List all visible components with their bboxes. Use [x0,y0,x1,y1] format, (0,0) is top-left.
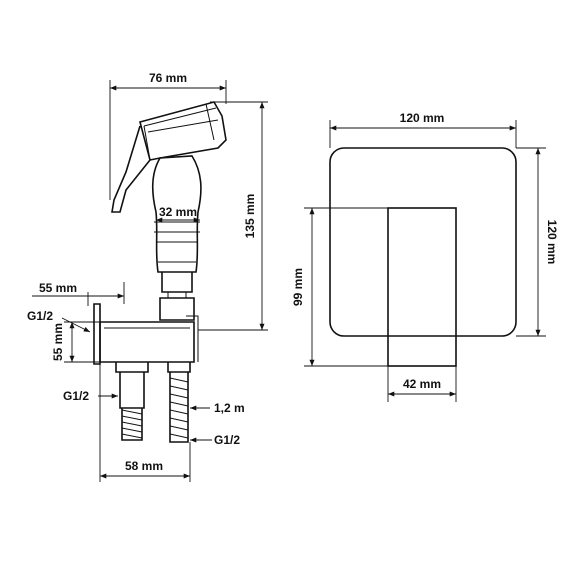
callout-thread-bottom-left: G1/2 [63,389,118,403]
label-handle-width: 32 mm [159,205,197,219]
label-lever-height: 99 mm [291,268,305,306]
callout-thread-top: G1/2 [27,309,91,333]
label-base-width: 58 mm [125,459,163,473]
label-thread-bottom-right: G1/2 [214,433,240,447]
label-plate-height: 120 mm [545,220,559,265]
hose-right [169,372,189,443]
callout-hose-length: 1,2 m [190,401,245,415]
label-hose-length: 1,2 m [214,401,245,415]
label-thread-bottom-left: G1/2 [63,389,89,403]
dim-lever-width: 42 mm [387,366,457,402]
dim-lever-height: 99 mm [291,207,388,367]
label-holder-depth: 55 mm [39,281,77,295]
dim-base-width: 58 mm [99,364,191,482]
label-sprayer-height: 135 mm [243,194,257,239]
dim-handle-width: 32 mm [156,205,200,223]
callout-thread-bottom-right: G1/2 [190,433,240,447]
dim-plate-width: 120 mm [329,111,517,148]
dim-plate-height: 120 mm [516,147,559,337]
dim-holder-height: 55 mm [51,321,100,363]
label-sprayer-width: 76 mm [149,71,187,85]
dim-sprayer-height: 135 mm [198,101,268,331]
wall-plate-front-view [329,147,517,367]
label-plate-width: 120 mm [400,111,445,125]
dim-sprayer-width: 76 mm [109,71,227,200]
hose-left [121,408,143,441]
dim-holder-depth: 55 mm [32,281,125,306]
label-lever-width: 42 mm [403,377,441,391]
label-thread-top: G1/2 [27,309,53,323]
sprayer-side-view [93,101,227,409]
label-holder-height: 55 mm [51,323,65,361]
